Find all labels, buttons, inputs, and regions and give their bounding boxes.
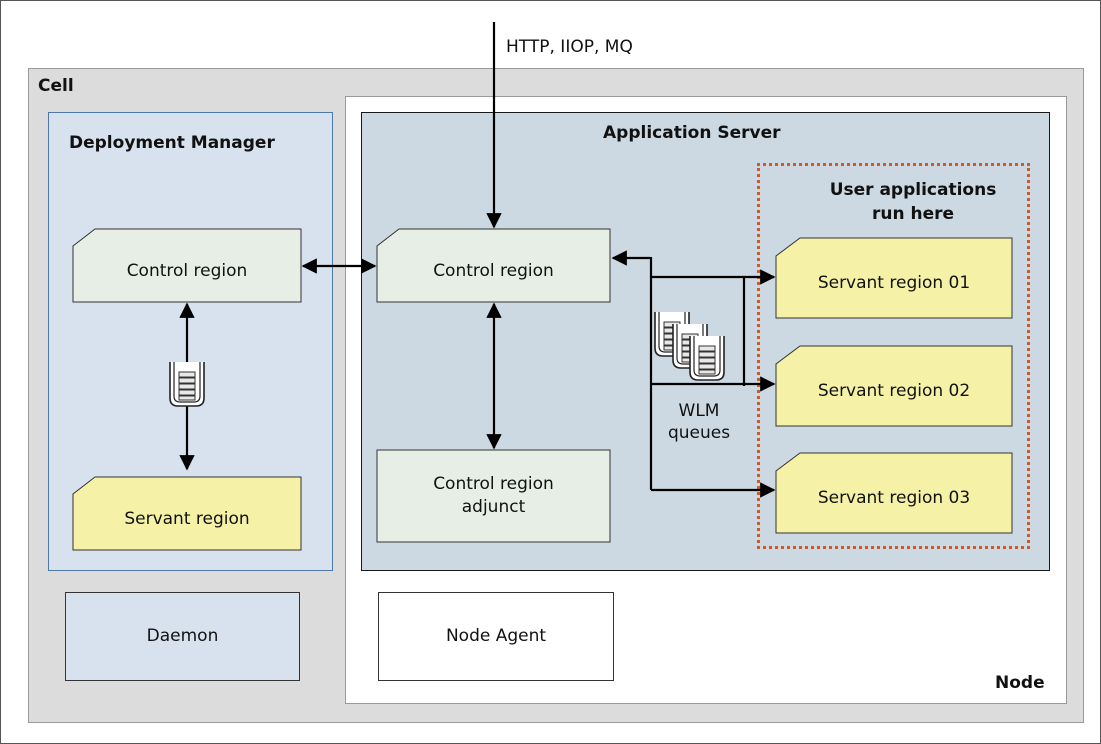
node-label: Node — [995, 673, 1045, 693]
wlm-queues-label: WLM queues — [667, 401, 731, 443]
dm-control-region-shape — [72, 228, 302, 303]
servant-region-03: Servant region 03 — [817, 487, 971, 508]
servant-region-02-shape — [775, 345, 1013, 427]
dm-servant-region: Servant region — [124, 508, 250, 529]
dm-servant-region-shape — [72, 476, 302, 551]
dm-queue-icon — [169, 361, 205, 407]
as-control-region: Control region — [433, 260, 554, 281]
user-applications-title: User applications run here — [829, 180, 997, 224]
dm-control-region: Control region — [126, 260, 248, 281]
protocols-label: HTTP, IIOP, MQ — [506, 37, 633, 57]
servant-region-01-shape — [775, 237, 1013, 319]
servant-region-01: Servant region 01 — [817, 272, 971, 293]
application-server-title: Application Server — [603, 123, 781, 143]
daemon-box: Daemon — [65, 592, 300, 681]
servant-region-02: Servant region 02 — [817, 380, 971, 401]
servant-region-03-shape — [775, 452, 1013, 534]
cell-label: Cell — [38, 76, 74, 96]
wlm-queue-icon-3 — [689, 335, 725, 381]
node-agent-box: Node Agent — [378, 592, 614, 681]
user-applications-area — [757, 163, 1030, 549]
as-control-region-shape — [376, 228, 611, 303]
control-region-adjunct-shape — [376, 449, 611, 543]
deployment-manager-title: Deployment Manager — [69, 133, 275, 153]
control-region-adjunct: Control region adjunct — [433, 474, 554, 517]
